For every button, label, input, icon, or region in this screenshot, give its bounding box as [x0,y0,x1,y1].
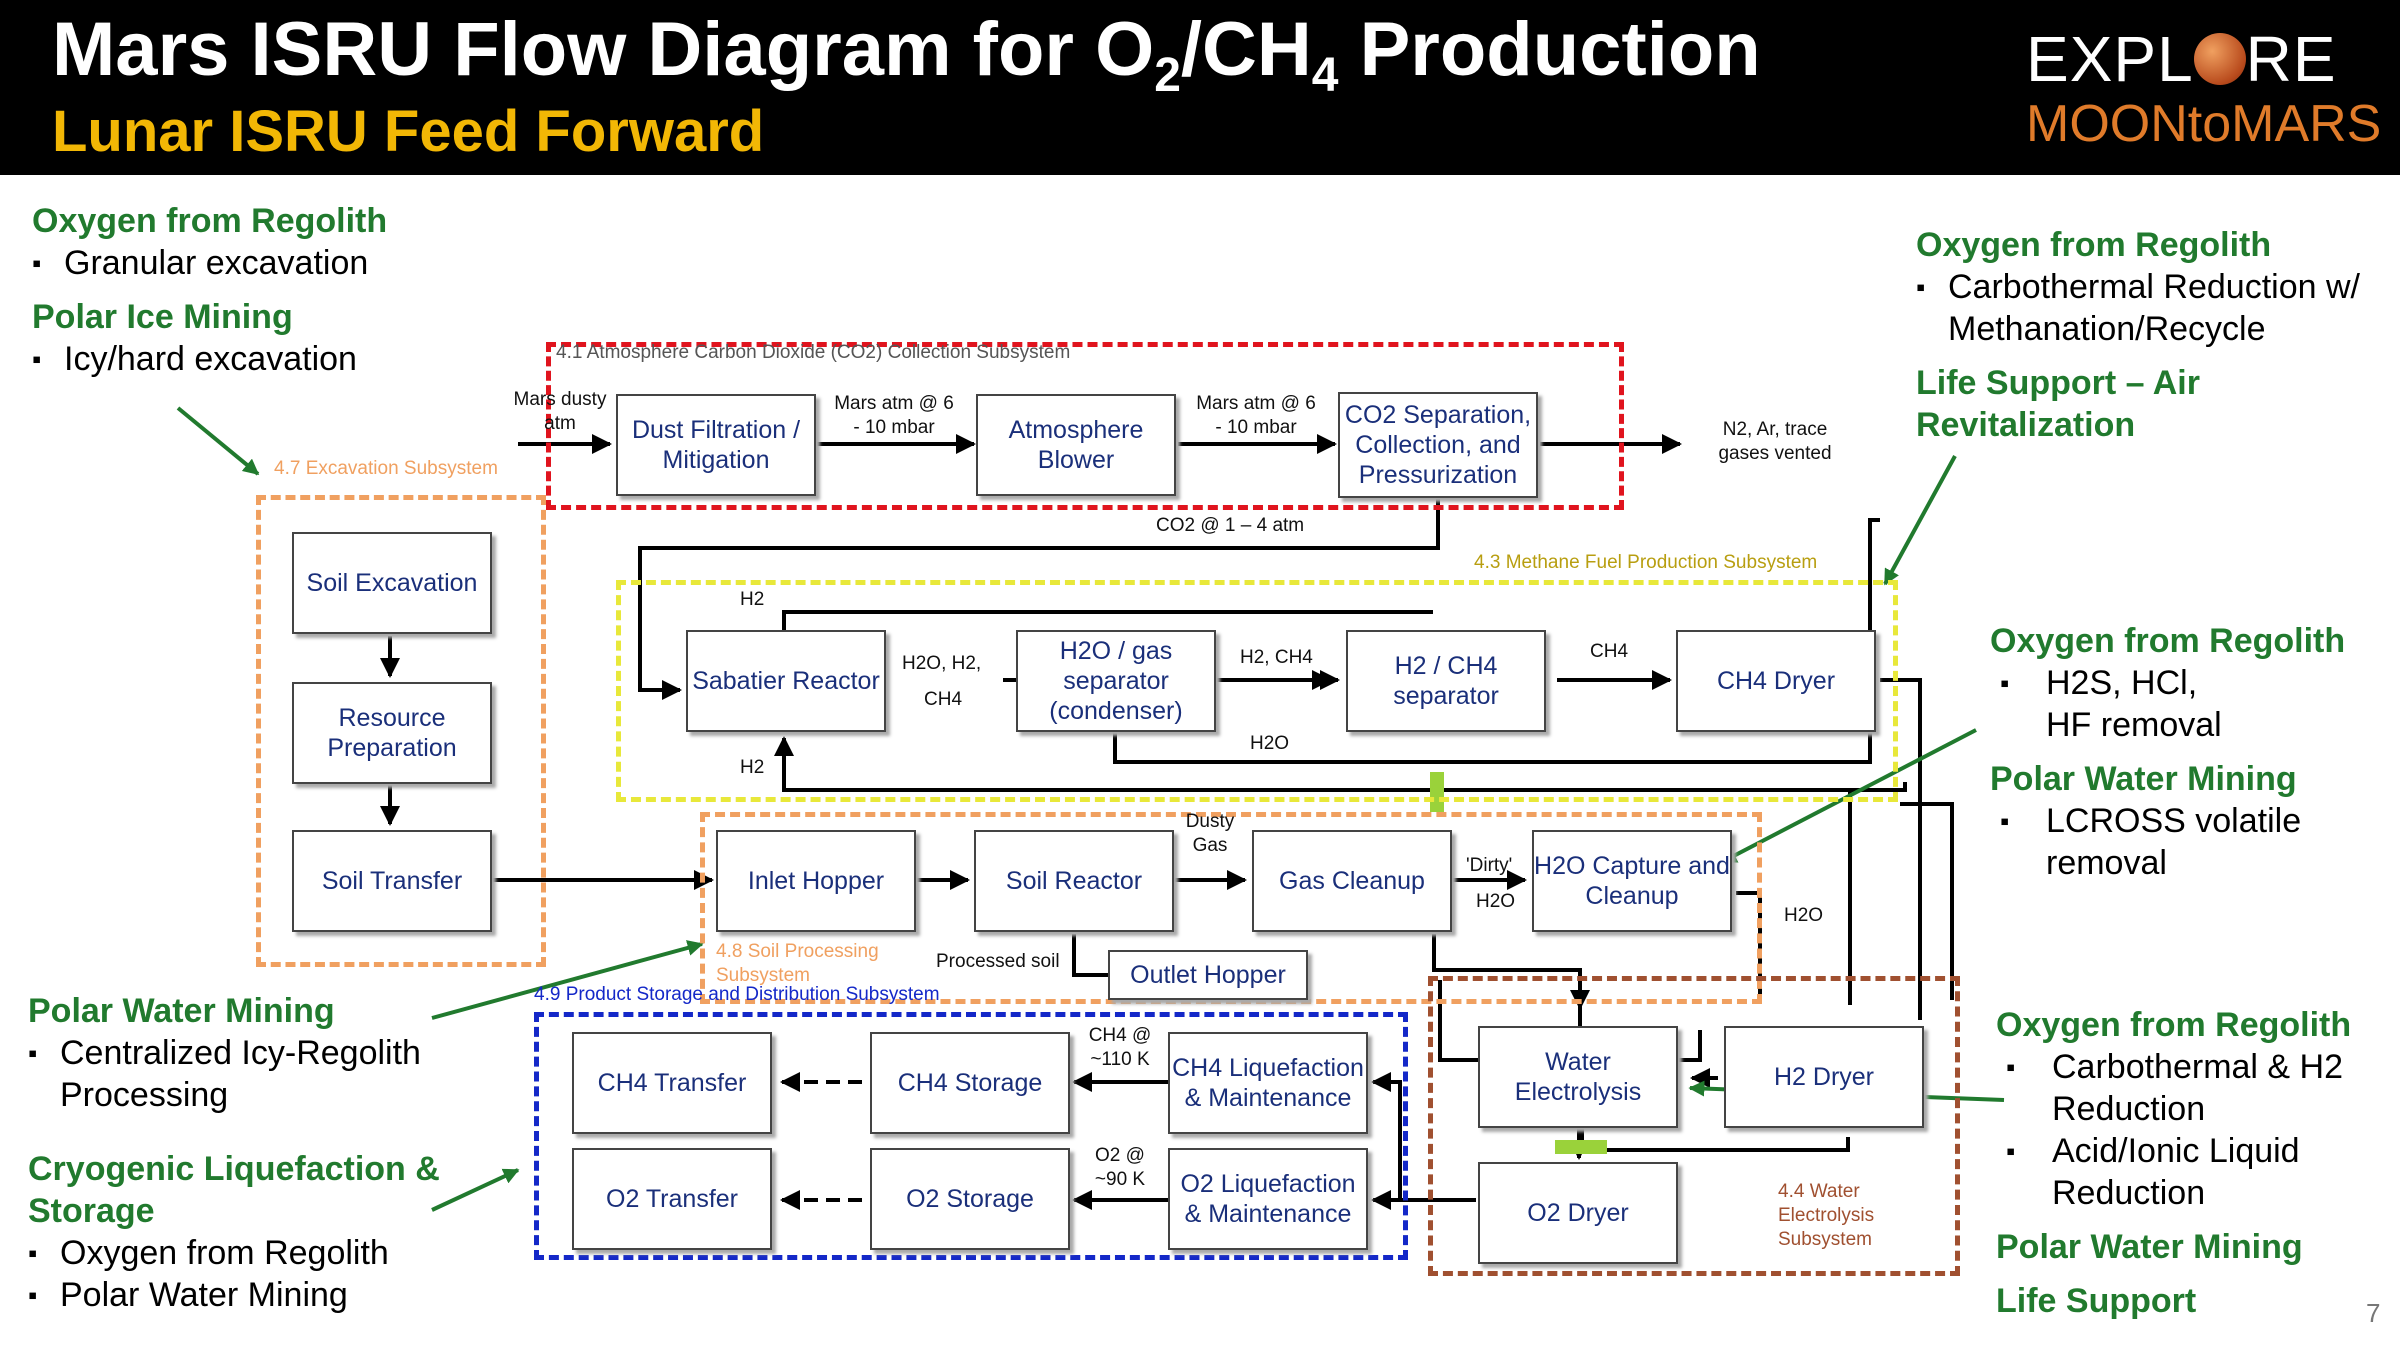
header-bar: Mars ISRU Flow Diagram for O2/CH4 Produc… [0,0,2400,175]
annotation-bullet: Acid/Ionic Liquid Reduction [1996,1130,2352,1214]
soil-transfer-box: Soil Transfer [292,830,492,932]
label-co2-pressure: CO2 @ 1 – 4 atm [1156,515,1305,536]
annotation-bottom-left-1: Polar Water Mining Centralized Icy-Regol… [28,990,448,1116]
annotation-heading: Life Support [1996,1282,2197,1320]
o2-liquefaction-box: O2 Liquefaction & Maintenance [1168,1148,1368,1250]
annotation-heading: Polar Ice Mining [32,298,293,336]
label-h2o-b: H2O [1476,891,1516,912]
water-electrolysis-box: Water Electrolysis [1478,1026,1678,1128]
h2-ch4-separator-box: H2 / CH4 separator [1346,630,1546,732]
h2o-gas-separator-box: H2O / gas separator (condenser) [1016,630,1216,732]
co2-separation-box: CO2 Separation, Collection, and Pressuri… [1338,392,1538,498]
annotation-heading: Polar Water Mining [1990,760,2297,798]
atmosphere-blower-box: Atmosphere Blower [976,394,1176,496]
annotation-heading: Polar Water Mining [28,992,335,1030]
annotation-bottom-right: Oxygen from Regolith Carbothermal & H2 R… [1996,1004,2376,1322]
label-h2-top: H2 [740,589,765,610]
ch4-transfer-box: CH4 Transfer [572,1032,772,1134]
mars-planet-icon [2193,33,2246,85]
dust-filtration-box: Dust Filtration / Mitigation [616,394,816,496]
label-dirty: 'Dirty' [1466,855,1513,876]
page-subtitle: Lunar ISRU Feed Forward [52,99,765,164]
label-ch4-temp: CH4 @ ~110 K [1088,1025,1152,1070]
co2-subsystem-label: 4.1 Atmosphere Carbon Dioxide (CO2) Coll… [556,342,1071,363]
soil-reactor-box: Soil Reactor [974,830,1174,932]
o2-transfer-box: O2 Transfer [572,1148,772,1250]
annotation-bottom-left-2: Cryogenic Liquefaction & Storage Oxygen … [28,1148,458,1316]
water-subsystem-label: 4.4 Water Electrolysis Subsystem [1778,1181,1875,1250]
annotation-heading: Oxygen from Regolith [1996,1006,2352,1044]
label-h2o-c: H2O [1784,905,1824,926]
soil-excavation-box: Soil Excavation [292,532,492,634]
methane-production-subsystem [616,580,1898,802]
moon-to-mars-logo: MOONtoMARS [2026,95,2382,153]
annotation-bullet: Carbothermal & H2 Reduction [1996,1046,2352,1130]
annotation-bullet: H2S, HCl, HF removal [1990,662,2246,746]
annotation-bullet: Polar Water Mining [28,1274,458,1316]
water-electrolysis-subsystem [1428,976,1960,1276]
gas-cleanup-box: Gas Cleanup [1252,830,1452,932]
h2-dryer-box: H2 Dryer [1724,1026,1924,1128]
product-storage-subsystem [534,1012,1408,1260]
label-h2o-h2: H2O, H2, [902,653,982,674]
label-processed-soil: Processed soil [936,951,1060,972]
page-number: 7 [2366,1298,2381,1328]
soil-subsystem-label: 4.8 Soil Processing Subsystem [716,941,879,986]
storage-subsystem-label: 4.9 Product Storage and Distribution Sub… [534,984,940,1005]
ch4-dryer-box: CH4 Dryer [1676,630,1876,732]
methane-subsystem-label: 4.3 Methane Fuel Production Subsystem [1474,552,1818,573]
annotation-bullet: Carbothermal Reduction w/ Methanation/Re… [1916,266,2376,350]
annotation-top-left: Oxygen from Regolith Granular excavation… [32,200,512,380]
label-ch4-b: CH4 [1590,641,1629,662]
label-o2-temp: O2 @ ~90 K [1094,1145,1146,1190]
annotation-heading: Cryogenic Liquefaction & Storage [28,1150,440,1230]
h2o-capture-box: H2O Capture and Cleanup [1532,830,1732,932]
label-mars-atm-2: Mars atm @ 6 - 10 mbar [1196,393,1316,438]
label-h2-bottom: H2 [740,757,765,778]
annotation-heading: Oxygen from Regolith [1990,622,2346,660]
o2-dryer-box: O2 Dryer [1478,1162,1678,1264]
ch4-liquefaction-box: CH4 Liquefaction & Maintenance [1168,1032,1368,1134]
label-h2-ch4: H2, CH4 [1240,647,1313,668]
annotation-bullet: LCROSS volatile removal [1990,800,2326,884]
page-title: Mars ISRU Flow Diagram for O2/CH4 Produc… [52,7,1761,103]
annotation-bullet: Oxygen from Regolith [28,1232,458,1274]
o2-storage-box: O2 Storage [870,1148,1070,1250]
inlet-hopper-box: Inlet Hopper [716,830,916,932]
ch4-storage-box: CH4 Storage [870,1032,1070,1134]
label-h2o-a: H2O [1250,733,1290,754]
annotation-heading: Oxygen from Regolith [32,202,388,240]
label-ch4-a: CH4 [924,689,963,710]
annotation-heading: Life Support – Air Revitalization [1916,364,2200,444]
annotation-bullet: Icy/hard excavation [32,338,512,380]
excavation-subsystem [256,495,546,967]
soil-processing-subsystem [700,812,1762,1004]
annotation-bullet: Centralized Icy-Regolith Processing [28,1032,460,1116]
excavation-subsystem-label: 4.7 Excavation Subsystem [274,458,498,479]
sabatier-reactor-box: Sabatier Reactor [686,630,886,732]
resource-preparation-box: Resource Preparation [292,682,492,784]
outlet-hopper-box: Outlet Hopper [1108,950,1308,1000]
annotation-mid-right: Oxygen from Regolith H2S, HCl, HF remova… [1990,620,2370,884]
label-mars-atm-1: Mars atm @ 6 - 10 mbar [834,393,954,438]
co2-collection-subsystem [546,342,1624,510]
label-mars-dusty-atm: Mars dusty atm [513,389,607,434]
annotation-bullet: Granular excavation [32,242,512,284]
annotation-heading: Oxygen from Regolith [1916,226,2272,264]
annotation-heading: Polar Water Mining [1996,1228,2303,1266]
annotation-top-right: Oxygen from Regolith Carbothermal Reduct… [1916,224,2376,446]
label-dusty-gas: Dusty Gas [1185,811,1235,856]
label-vented-gases: N2, Ar, trace gases vented [1718,419,1832,464]
